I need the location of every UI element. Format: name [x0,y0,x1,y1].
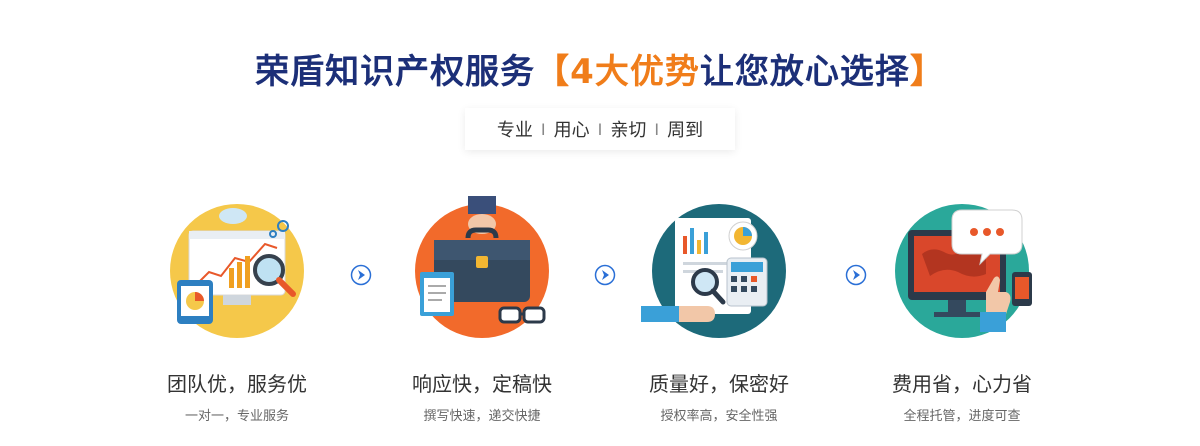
page-title: 荣盾知识产权服务【4大优势让您放心选择】 [0,44,1200,93]
chat-monitor-icon [895,204,1032,338]
tagline-separator: I [654,119,660,139]
analytics-dashboard-icon [170,204,304,338]
tagline-item: 专业 [496,120,533,141]
feature-subtitle: 撰写快速，递交快捷 [423,409,541,424]
title-bracket-close: 】 [909,52,945,92]
title-accent: 4大优势 [570,52,700,92]
tagline-separator: I [540,119,546,139]
feature-heading: 质量好，保密好 [649,372,789,396]
title-bracket-open: 【 [535,52,571,92]
feature-card-quality: 质量好，保密好 授权率高，安全性强 [619,196,819,424]
chevron-right-icon [350,264,372,286]
feature-subtitle: 一对一，专业服务 [184,409,289,424]
feature-heading: 费用省，心力省 [892,372,1032,396]
tagline-item: 用心 [553,120,590,141]
tagline-separator: I [597,119,603,139]
feature-card-cost: 费用省，心力省 全程托管，进度可查 [862,196,1062,424]
feature-heading: 团队优，服务优 [167,372,307,396]
feature-subtitle: 全程托管，进度可查 [903,409,1021,424]
briefcase-icon [415,196,549,338]
tagline-item: 亲切 [610,120,647,141]
chevron-right-icon [845,264,867,286]
title-main: 荣盾知识产权服务 [255,52,536,92]
tagline-item: 周到 [667,120,704,141]
tagline: 专业 I 用心 I 亲切 I 周到 [465,108,735,150]
chevron-right-icon [594,264,616,286]
title-rest: 让您放心选择 [699,52,910,92]
magnifier-report-icon [641,204,786,338]
feature-subtitle: 授权率高，安全性强 [660,409,778,424]
feature-heading: 响应快，定稿快 [412,372,552,396]
feature-card-team: 团队优，服务优 一对一，专业服务 [137,196,337,424]
feature-card-speed: 响应快，定稿快 撰写快速，递交快捷 [382,196,582,424]
